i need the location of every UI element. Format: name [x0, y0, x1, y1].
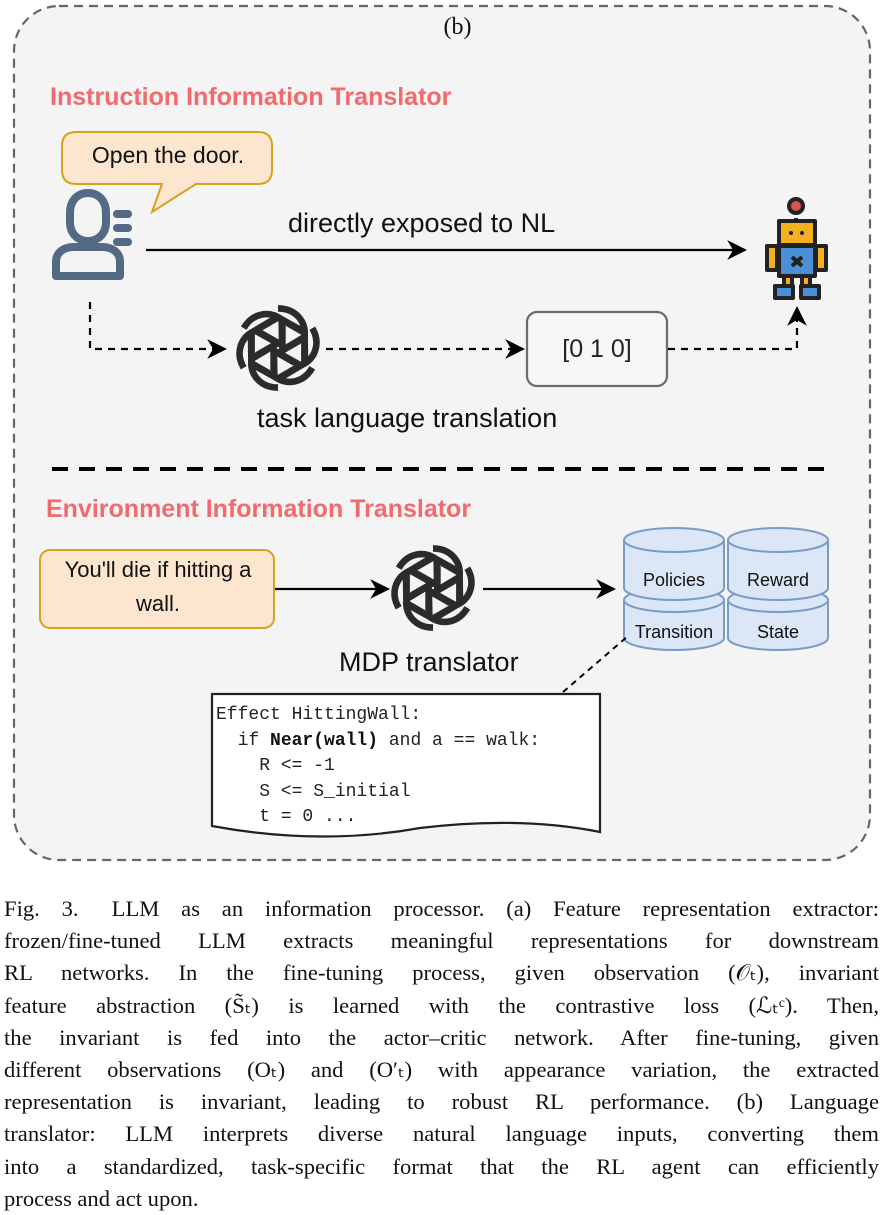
user-icon: [52, 189, 132, 280]
dashed-arrow-to-robot: [668, 306, 807, 351]
caption-line: Fig. 3. LLM as an information processor.…: [4, 896, 879, 921]
figure-panel-b: (b) Instruction Information Translator O…: [12, 4, 872, 862]
code-document: [210, 692, 602, 838]
caption-line: process and act upon.: [4, 1185, 199, 1211]
code-line: if Near(wall) and a == walk:: [216, 731, 540, 751]
caption-line: feature abstraction (S̃ₜ) is learned wit…: [4, 992, 879, 1018]
mdp-translator-label: MDP translator: [339, 647, 519, 677]
caption-line: different observations (Oₜ) and (O′ₜ) wi…: [4, 1057, 879, 1083]
caption-line: the invariant is fed into the actor–crit…: [4, 1024, 879, 1050]
caption-line: into a standardized, task-specific forma…: [4, 1153, 879, 1179]
panel-label: (b): [443, 14, 472, 40]
code-token: if: [216, 730, 271, 751]
code-token-bold: Near(wall): [270, 730, 379, 751]
robot-agent-icon: [765, 197, 828, 300]
code-block: Effect HittingWall: if Near(wall) and a …: [216, 703, 540, 831]
translation-label: task language translation: [257, 403, 558, 433]
vector-output: [0 1 0]: [562, 335, 632, 363]
caption-line: frozen/fine-tuned LLM extracts meaningfu…: [4, 928, 879, 954]
code-line: Effect HittingWall:: [216, 705, 422, 725]
caption-line: translator: LLM interprets diverse natur…: [4, 1121, 879, 1147]
speech-bubble: [61, 131, 273, 215]
diagram-canvas: [12, 4, 872, 862]
dashed-connector: [562, 635, 629, 693]
figure-caption: Fig. 3. LLM as an information processor.…: [4, 893, 879, 1215]
dashed-arrow-to-llm: [88, 302, 227, 359]
code-line: t = 0 ...: [216, 807, 357, 827]
env-input-box: [39, 549, 275, 629]
direct-path-label: directly exposed to NL: [288, 208, 556, 238]
environment-section-title: Environment Information Translator: [46, 495, 472, 523]
code-line: S <= S_initial: [216, 781, 411, 802]
db-state: State: [756, 622, 800, 642]
vector-box: [525, 310, 669, 388]
database-group: [623, 527, 829, 651]
caption-line: representation is invariant, leading to …: [4, 1089, 879, 1115]
code-token: and a == walk:: [378, 730, 541, 751]
instruction-section-title: Instruction Information Translator: [50, 83, 452, 111]
code-line: R <= -1: [216, 756, 335, 776]
db-reward: Reward: [746, 570, 810, 590]
db-transition: Transition: [634, 622, 714, 642]
db-policies: Policies: [642, 570, 706, 590]
env-input-text: You'll die if hitting a wall.: [64, 557, 252, 616]
speech-bubble-text: Open the door.: [91, 142, 245, 168]
caption-line: RL networks. In the fine-tuning process,…: [4, 960, 879, 986]
